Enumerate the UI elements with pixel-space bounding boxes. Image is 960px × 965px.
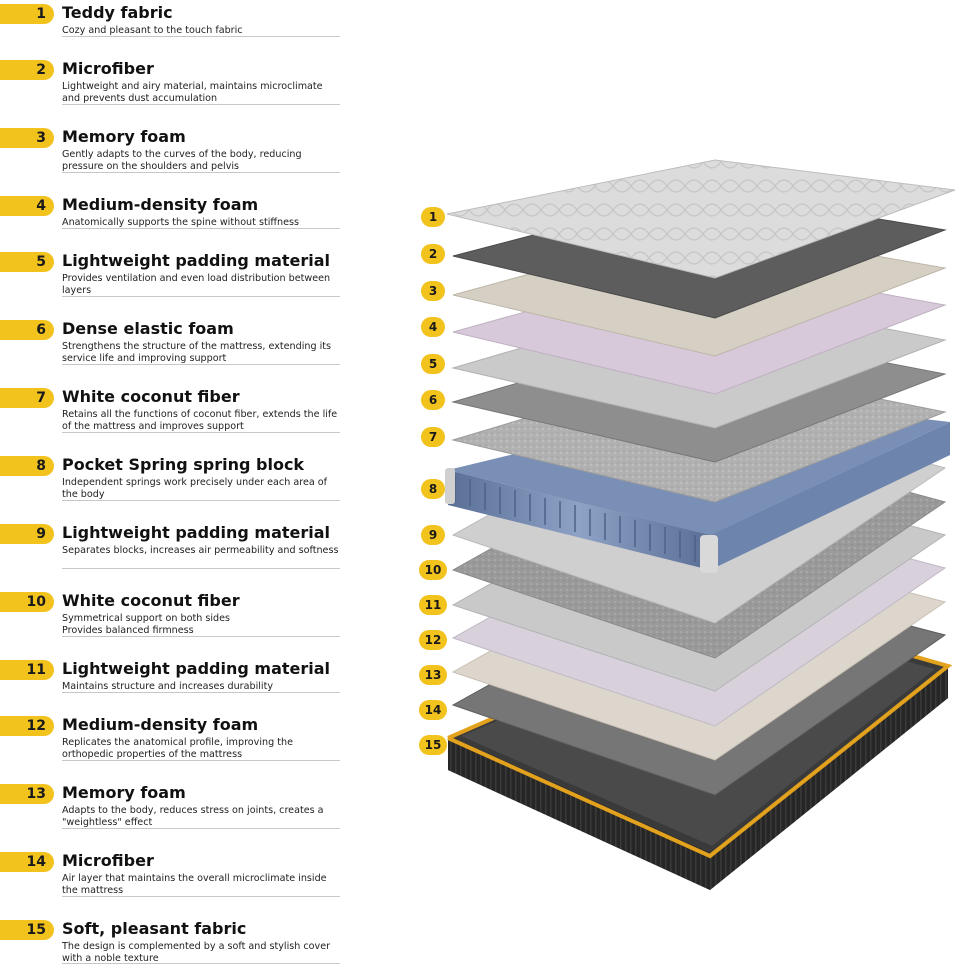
diagram-label: 10 — [419, 560, 447, 580]
diagram-label: 12 — [419, 630, 447, 650]
layer-description: Symmetrical support on both sides Provid… — [62, 613, 230, 636]
layer-title: Lightweight padding material — [62, 659, 331, 678]
divider — [62, 364, 340, 365]
divider — [62, 760, 340, 761]
divider — [62, 104, 340, 105]
mattress-illustration — [445, 159, 956, 890]
layer-number-badge: 1 — [0, 4, 54, 24]
diagram-label: 6 — [421, 390, 445, 410]
layer-title: Microfiber — [62, 59, 154, 78]
layer-title: Dense elastic foam — [62, 319, 234, 338]
divider — [62, 568, 340, 569]
layer-list: 1 Teddy fabric Cozy and pleasant to the … — [0, 0, 345, 965]
divider — [62, 963, 340, 964]
diagram-label: 14 — [419, 700, 447, 720]
layer-description: Replicates the anatomical profile, impro… — [62, 737, 293, 760]
layer-number-badge: 5 — [0, 252, 54, 272]
layer-title: Lightweight padding material — [62, 523, 331, 542]
layer-number-badge: 3 — [0, 128, 54, 148]
layer-title: Lightweight padding material — [62, 251, 331, 270]
diagram-label: 1 — [421, 207, 445, 227]
layer-number-badge: 15 — [0, 920, 54, 940]
layer-title: White coconut fiber — [62, 591, 240, 610]
divider — [62, 432, 340, 433]
divider — [62, 296, 340, 297]
layer-description: Adapts to the body, reduces stress on jo… — [62, 805, 324, 828]
layer-description: Independent springs work precisely under… — [62, 477, 328, 500]
diagram-label: 9 — [421, 525, 445, 545]
layer-number-badge: 9 — [0, 524, 54, 544]
layer-description: Gently adapts to the curves of the body,… — [62, 149, 302, 172]
layer-description: Anatomically supports the spine without … — [62, 217, 299, 228]
mattress-exploded-view — [415, 150, 960, 910]
diagram-label: 13 — [419, 665, 447, 685]
divider — [62, 636, 340, 637]
layer-title: Microfiber — [62, 851, 154, 870]
layer-description: Retains all the functions of coconut fib… — [62, 409, 338, 432]
diagram-label: 3 — [421, 281, 445, 301]
divider — [62, 828, 340, 829]
layer-title: Memory foam — [62, 127, 186, 146]
layer-title: Teddy fabric — [62, 3, 173, 22]
layer-title: Medium-density foam — [62, 715, 259, 734]
layer-description: Lightweight and airy material, maintains… — [62, 81, 323, 104]
divider — [62, 36, 340, 37]
layer-number-badge: 6 — [0, 320, 54, 340]
layer-description: Cozy and pleasant to the touch fabric — [62, 25, 243, 36]
layer-number-badge: 4 — [0, 196, 54, 216]
layer-number-badge: 12 — [0, 716, 54, 736]
layer-title: White coconut fiber — [62, 387, 240, 406]
layer-title: Pocket Spring spring block — [62, 455, 305, 474]
layer-description: Air layer that maintains the overall mic… — [62, 873, 327, 896]
layer-title: Memory foam — [62, 783, 186, 802]
divider — [62, 172, 340, 173]
diagram-label: 4 — [421, 317, 445, 337]
diagram-label: 11 — [419, 595, 447, 615]
layer-number-badge: 2 — [0, 60, 54, 80]
layer-description: The design is complemented by a soft and… — [62, 941, 331, 964]
diagram-label: 7 — [421, 427, 445, 447]
layer-description: Separates blocks, increases air permeabi… — [62, 545, 339, 556]
diagram-label: 8 — [421, 479, 445, 499]
layer-number-badge: 7 — [0, 388, 54, 408]
diagram-label: 5 — [421, 354, 445, 374]
layer-number-badge: 8 — [0, 456, 54, 476]
layer-description: Strengthens the structure of the mattres… — [62, 341, 332, 364]
divider — [62, 500, 340, 501]
diagram-label: 2 — [421, 244, 445, 264]
divider — [62, 692, 340, 693]
diagram-label: 15 — [419, 735, 447, 755]
layer-number-badge: 10 — [0, 592, 54, 612]
layer-description: Provides ventilation and even load distr… — [62, 273, 331, 296]
layer-number-badge: 13 — [0, 784, 54, 804]
layer-number-badge: 11 — [0, 660, 54, 680]
layer-1-quilted-top — [446, 159, 956, 279]
layer-title: Medium-density foam — [62, 195, 259, 214]
divider — [62, 896, 340, 897]
layer-description: Maintains structure and increases durabi… — [62, 681, 274, 692]
divider — [62, 228, 340, 229]
layer-title: Soft, pleasant fabric — [62, 919, 247, 938]
layer-number-badge: 14 — [0, 852, 54, 872]
